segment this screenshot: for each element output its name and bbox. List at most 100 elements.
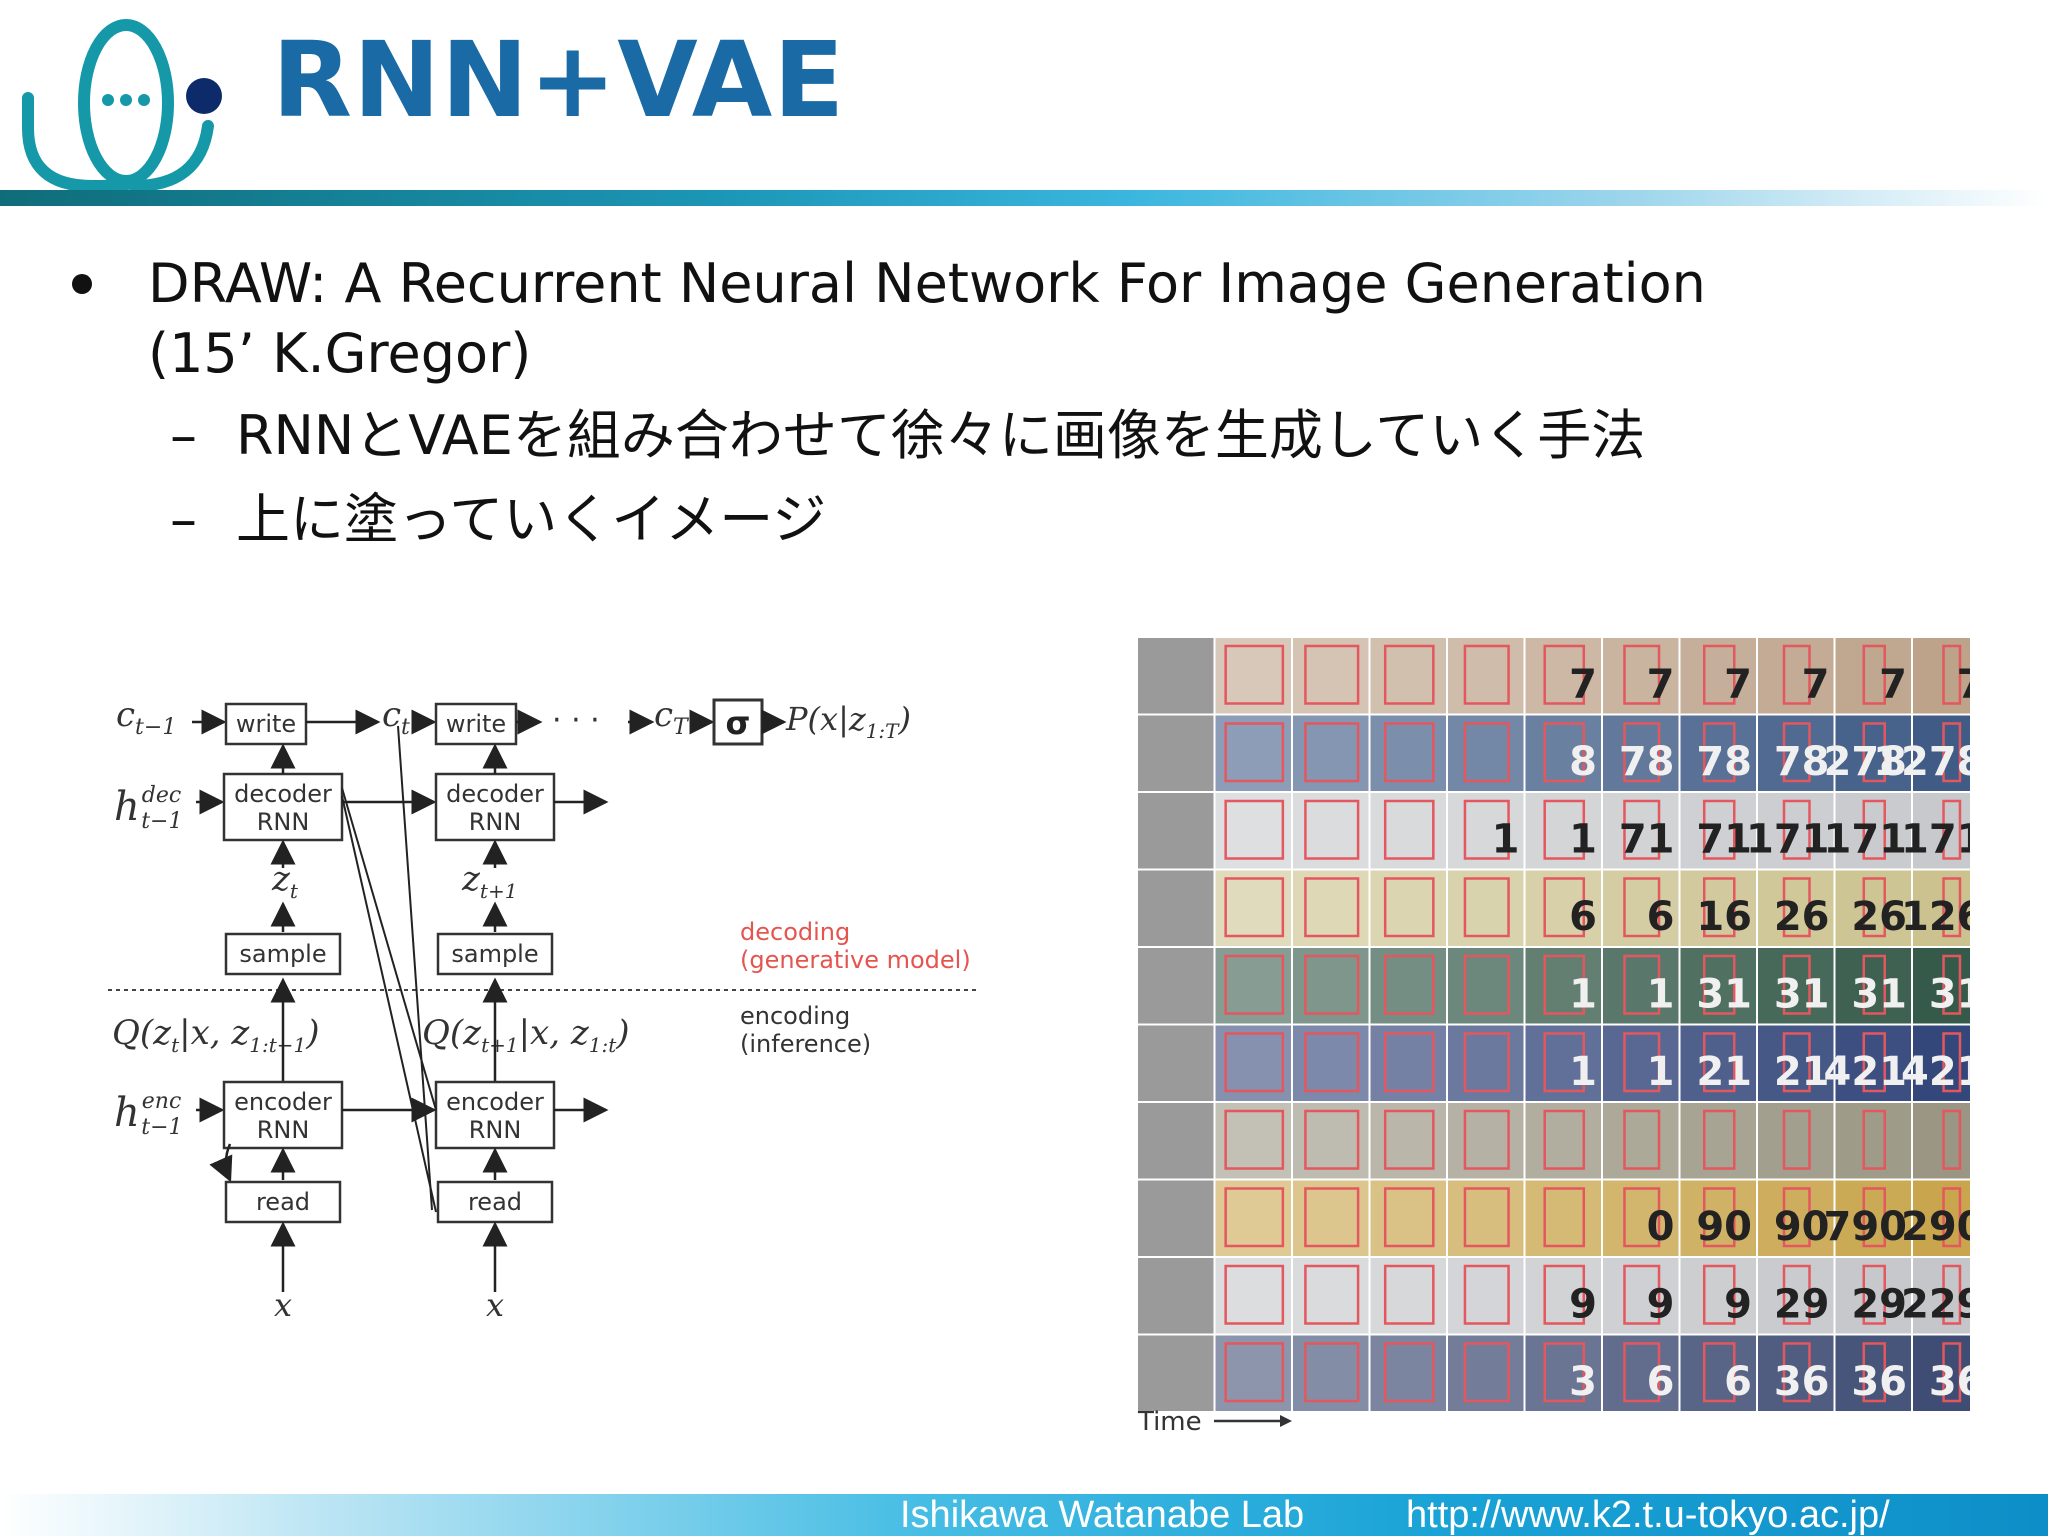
sample-cell bbox=[1835, 1335, 1911, 1411]
sample-digit-label: 9 bbox=[1647, 1282, 1675, 1328]
attention-window bbox=[1543, 644, 1586, 705]
sample-cell bbox=[1138, 1180, 1214, 1256]
inference-label: (inference) bbox=[740, 1030, 871, 1058]
attention-window bbox=[1782, 799, 1811, 860]
sample-cell bbox=[1370, 1258, 1446, 1334]
c-t-label: ct bbox=[382, 695, 410, 740]
attention-window bbox=[1702, 1342, 1736, 1403]
attention-window bbox=[1942, 799, 1962, 860]
sample-cell bbox=[1448, 638, 1524, 714]
sample-cell bbox=[1758, 1180, 1834, 1256]
sample-digit-label: 31 bbox=[1774, 972, 1830, 1018]
sample-cell bbox=[1913, 1103, 1970, 1179]
sample-cell bbox=[1525, 948, 1601, 1024]
attention-window bbox=[1862, 644, 1886, 705]
sample-cell bbox=[1370, 948, 1446, 1024]
time-arrow-head-icon bbox=[1280, 1415, 1292, 1427]
sub-bullet-dash: – bbox=[170, 488, 197, 551]
sample-digit-label: 171 bbox=[1824, 817, 1908, 863]
attention-window bbox=[1623, 1187, 1661, 1248]
sample-cell bbox=[1448, 1180, 1524, 1256]
sample-digit-label: 31 bbox=[1929, 972, 1970, 1018]
sample-digit-label: 1 bbox=[1647, 972, 1675, 1018]
attention-window bbox=[1942, 954, 1962, 1015]
q-left-label: Q(zt|x, z1:t−1) bbox=[112, 1013, 320, 1057]
draw-architecture-diagram: ct−1 write ct write · · · cT σ P(x|z1:T)… bbox=[108, 695, 980, 1324]
sample-cell bbox=[1603, 1025, 1679, 1101]
sample-cell bbox=[1603, 1335, 1679, 1411]
sample-digit-label: 421 bbox=[1901, 1049, 1970, 1095]
encoder-rnn-box-2 bbox=[434, 1080, 556, 1150]
sample-digit-label: 0 bbox=[1647, 1204, 1675, 1250]
attention-window bbox=[1702, 1032, 1736, 1093]
sample-cell bbox=[1758, 793, 1834, 869]
sample-cell bbox=[1835, 638, 1911, 714]
attention-window bbox=[1543, 1109, 1586, 1170]
svg-text:sample: sample bbox=[451, 940, 538, 968]
sample-cell bbox=[1835, 1025, 1911, 1101]
sample-cell bbox=[1215, 1335, 1291, 1411]
x-input-label-1: x bbox=[274, 1286, 292, 1324]
attention-window bbox=[1702, 1264, 1736, 1325]
sub-bullet-dash: – bbox=[170, 404, 197, 467]
sample-cell bbox=[1680, 715, 1756, 791]
time-axis-label: Time bbox=[1137, 1407, 1202, 1434]
sample-cell bbox=[1448, 715, 1524, 791]
attention-window bbox=[1623, 954, 1661, 1015]
sample-digit-label: 421 bbox=[1824, 1049, 1908, 1095]
sample-digit-label: 1 bbox=[1569, 1049, 1597, 1095]
sample-digit-label: 8 bbox=[1569, 739, 1597, 785]
svg-text:RNN: RNN bbox=[257, 808, 310, 836]
attention-window bbox=[1942, 644, 1962, 705]
sample-cell bbox=[1603, 1258, 1679, 1334]
write-label-2: write bbox=[446, 710, 506, 738]
svg-text:decoder: decoder bbox=[446, 780, 544, 808]
sample-cell bbox=[1448, 1335, 1524, 1411]
attention-window bbox=[1623, 799, 1661, 860]
attention-window bbox=[1623, 1032, 1661, 1093]
attention-window bbox=[1304, 1032, 1360, 1093]
attention-window bbox=[1224, 722, 1285, 783]
attention-window bbox=[1224, 644, 1285, 705]
sample-cell bbox=[1215, 870, 1291, 946]
sample-digit-label: 790 bbox=[1824, 1204, 1908, 1250]
sample-cell bbox=[1758, 870, 1834, 946]
slide-title: RNN+VAE bbox=[272, 19, 846, 141]
attention-window bbox=[1543, 954, 1586, 1015]
attention-window bbox=[1463, 1264, 1510, 1325]
sample-cell bbox=[1680, 1180, 1756, 1256]
sample-cell bbox=[1835, 1180, 1911, 1256]
sample-cell bbox=[1215, 638, 1291, 714]
sample-digit-label: 1 bbox=[1569, 972, 1597, 1018]
sample-digit-label: 7 bbox=[1879, 662, 1907, 708]
sample-cell bbox=[1758, 1335, 1834, 1411]
attention-window bbox=[1702, 877, 1736, 938]
sample-digit-label: 3 bbox=[1569, 1359, 1597, 1405]
sample-cell bbox=[1525, 1103, 1601, 1179]
sample-digit-label: 7 bbox=[1724, 662, 1752, 708]
sample-digit-label: 21 bbox=[1774, 1049, 1830, 1095]
attention-window bbox=[1623, 644, 1661, 705]
attention-window bbox=[1623, 1342, 1661, 1403]
attention-window bbox=[1304, 722, 1360, 783]
sample-cell bbox=[1835, 948, 1911, 1024]
x-input-label-2: x bbox=[486, 1286, 504, 1324]
sample-cell bbox=[1680, 870, 1756, 946]
sample-digit-label: 278 bbox=[1824, 739, 1908, 785]
sample-cell bbox=[1370, 638, 1446, 714]
decoding-label: decoding bbox=[740, 918, 850, 946]
sub-bullet-text: 上に塗っていくイメージ bbox=[236, 488, 827, 551]
sample-box-2 bbox=[436, 932, 554, 976]
attention-window bbox=[1304, 1342, 1360, 1403]
read-box-2 bbox=[436, 1180, 554, 1224]
attention-window bbox=[1543, 1032, 1586, 1093]
sample-cell bbox=[1525, 870, 1601, 946]
z-t-label: zt bbox=[271, 859, 299, 903]
sample-cell bbox=[1603, 870, 1679, 946]
attention-window bbox=[1862, 1342, 1886, 1403]
sample-cell bbox=[1138, 638, 1214, 714]
read-box-1 bbox=[224, 1180, 342, 1224]
sample-cell bbox=[1603, 715, 1679, 791]
svg-text:encoder: encoder bbox=[234, 1088, 332, 1116]
sample-digit-label: 78 bbox=[1696, 739, 1752, 785]
